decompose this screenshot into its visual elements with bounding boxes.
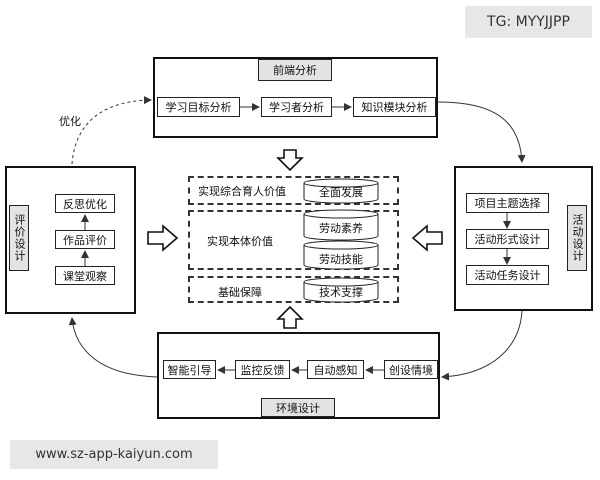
step-project-theme-selection: 项目主题选择 — [466, 193, 549, 213]
foundation-label: 基础保障 — [218, 286, 262, 299]
step-work-evaluation: 作品评价 — [55, 230, 115, 249]
step-monitoring-feedback: 监控反馈 — [235, 360, 290, 379]
environment-design-title: 环境设计 — [261, 398, 335, 417]
cylinder-label-technical-support: 技术支撑 — [319, 286, 363, 299]
curve-evaluation-to-front-end — [71, 96, 152, 165]
step-classroom-observation: 课堂观察 — [55, 266, 115, 285]
comprehensive-value-group — [188, 176, 399, 205]
step-reflection-optimization: 反思优化 — [55, 194, 115, 213]
cylinder-label-labor-literacy: 劳动素养 — [319, 222, 363, 235]
ontology-value-group — [188, 210, 399, 270]
block-arrow-up — [276, 305, 304, 329]
curve-environment-to-evaluation — [68, 317, 158, 378]
watermark-bottom: www.sz-app-kaiyun.com — [10, 440, 218, 469]
step-create-situation: 创设情境 — [384, 360, 438, 379]
cylinder-technical-support — [303, 277, 379, 303]
step-learning-goal-analysis: 学习目标分析 — [157, 97, 240, 117]
step-learner-analysis: 学习者分析 — [261, 97, 332, 117]
cylinder-label-all-round-development: 全面发展 — [319, 186, 363, 199]
ontology-value-label: 实现本体价值 — [207, 235, 273, 248]
block-arrow-right — [147, 224, 179, 252]
block-arrow-down — [276, 149, 304, 172]
step-knowledge-module-analysis: 知识模块分析 — [353, 97, 436, 117]
curve-front-end-to-activity — [437, 101, 526, 163]
step-automatic-perception: 自动感知 — [307, 360, 364, 379]
cylinder-labor-literacy — [303, 209, 379, 241]
step-activity-task-design: 活动任务设计 — [466, 265, 549, 285]
comprehensive-value-label: 实现综合育人价值 — [198, 185, 286, 198]
watermark-top: TG: MYYJJPP — [465, 6, 592, 38]
step-intelligent-guidance: 智能引导 — [163, 360, 216, 379]
foundation-group — [188, 276, 399, 303]
cylinder-label-labor-skills: 劳动技能 — [319, 253, 363, 266]
front-end-analysis-title: 前端分析 — [258, 59, 332, 81]
evaluation-design-title: 评价设计 — [9, 205, 29, 271]
step-activity-form-design: 活动形式设计 — [466, 229, 549, 249]
block-arrow-left — [411, 224, 443, 252]
activity-design-title: 活动设计 — [567, 205, 587, 271]
optimize-label: 优化 — [59, 115, 81, 128]
cylinder-all-round-development — [303, 178, 379, 204]
curve-activity-to-environment — [441, 310, 523, 381]
cylinder-labor-skills — [303, 240, 379, 270]
